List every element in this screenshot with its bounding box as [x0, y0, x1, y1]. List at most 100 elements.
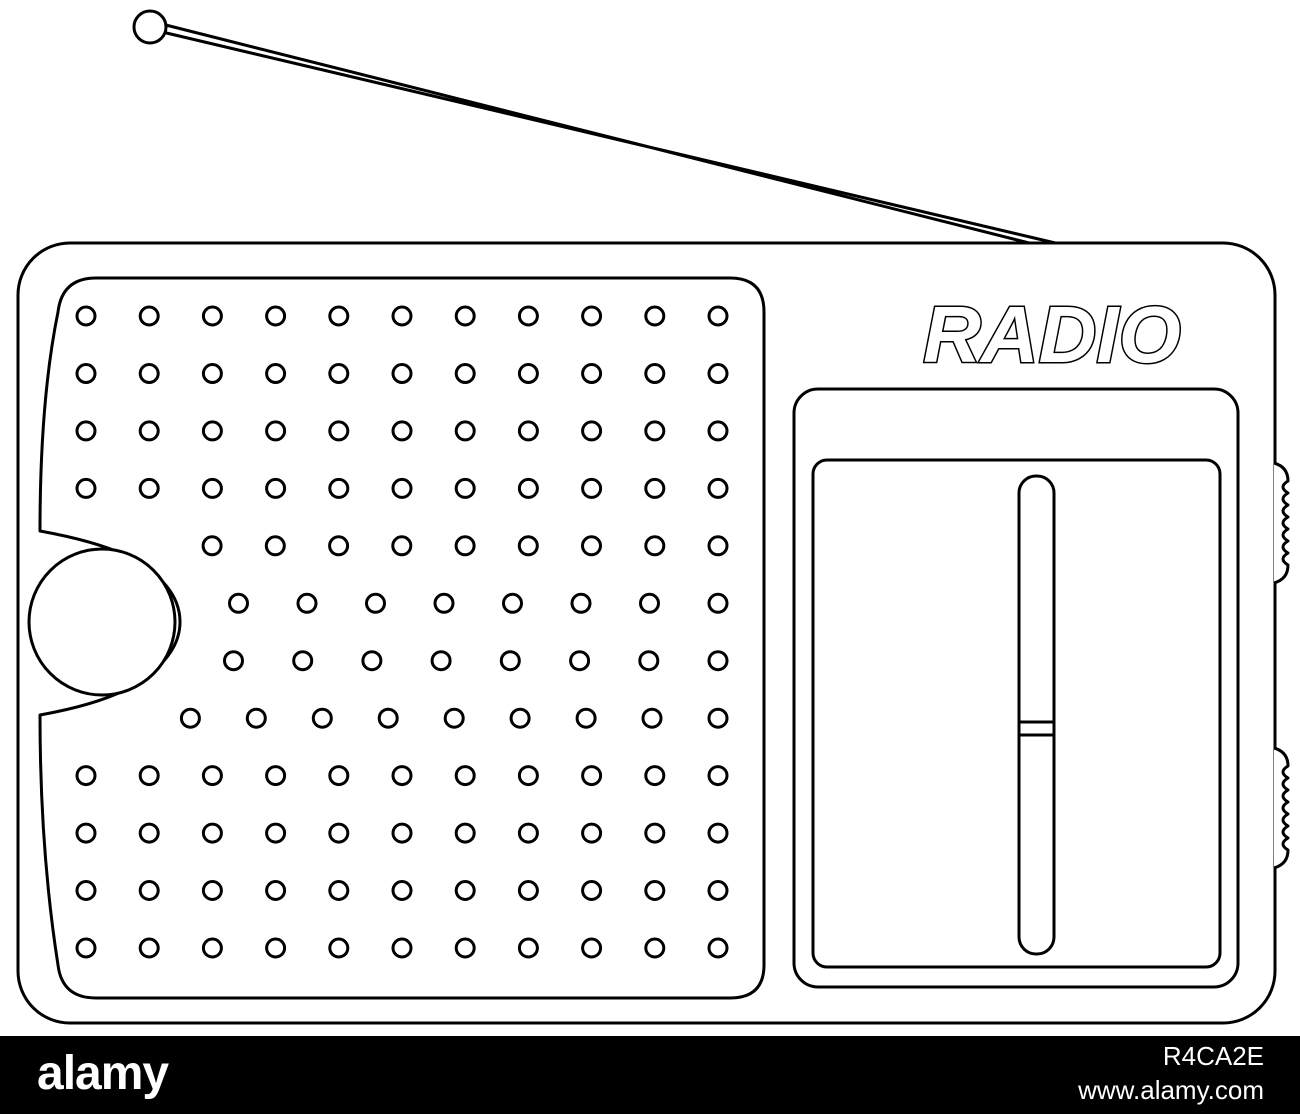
grille-dot: [75, 880, 97, 901]
grille-dot: [328, 420, 350, 442]
volume-wheel-icon: [1273, 461, 1290, 585]
grille-dot: [138, 822, 160, 844]
grille-dot: [707, 305, 729, 327]
grille-dot: [644, 535, 666, 557]
grille-dot: [430, 650, 452, 672]
grille-dot: [454, 880, 476, 901]
grille-dot: [328, 765, 350, 787]
grille-dot: [138, 420, 160, 442]
grille-dot: [265, 420, 287, 442]
grille-dot: [707, 592, 729, 614]
grille-dot: [707, 765, 729, 787]
grille-dot: [707, 880, 729, 901]
grille-dot: [517, 477, 539, 499]
grille-dot: [707, 420, 729, 442]
grille-dot: [454, 420, 476, 442]
grille-dot: [581, 420, 603, 442]
grille-dot: [391, 477, 413, 499]
dial-pointer: [1017, 474, 1056, 956]
grille-dot: [201, 477, 223, 499]
grille-dot: [265, 880, 287, 901]
grille-dot: [517, 305, 539, 327]
grille-dot: [328, 477, 350, 499]
grille-dot: [517, 937, 539, 959]
grille-dot: [644, 937, 666, 959]
grille-dot: [265, 363, 287, 384]
grille-dot: [707, 535, 729, 557]
grille-dot: [644, 363, 666, 384]
grille-dot: [454, 477, 476, 499]
grille-dot: [575, 707, 597, 729]
grille-dot: [138, 765, 160, 787]
speaker-grille: [75, 305, 729, 959]
grille-dot: [644, 477, 666, 499]
grille-dot: [581, 822, 603, 844]
grille-dot: [707, 937, 729, 959]
antenna-icon: [132, 9, 1070, 248]
grille-dot: [201, 765, 223, 787]
grille-dot: [265, 937, 287, 959]
grille-dot: [328, 535, 350, 557]
frequency-dial-icon: [792, 387, 1240, 989]
grille-dot: [581, 765, 603, 787]
grille-dot: [454, 937, 476, 959]
grille-dot: [638, 650, 660, 672]
grille-dot: [581, 477, 603, 499]
grille-dot: [201, 420, 223, 442]
grille-dot: [328, 363, 350, 384]
watermark-url: www.alamy.com: [1078, 1075, 1264, 1105]
grille-dot: [707, 650, 729, 672]
grille-dot: [377, 707, 399, 729]
grille-dot: [644, 822, 666, 844]
grille-dot: [311, 707, 333, 729]
grille-dot: [517, 880, 539, 901]
grille-dot: [581, 535, 602, 557]
radio-label: RADIO: [923, 290, 1181, 379]
grille-dot: [581, 880, 603, 901]
grille-dot: [201, 937, 223, 959]
grille-dot: [581, 937, 603, 959]
grille-dot: [328, 305, 350, 327]
image-id: R4CA2E: [1162, 1041, 1264, 1071]
grille-dot: [138, 305, 160, 327]
grille-dot: [365, 592, 386, 614]
grille-dot: [391, 937, 413, 959]
grille-dot: [179, 707, 201, 729]
grille-dot: [391, 535, 413, 557]
grille-dot: [707, 707, 729, 729]
grille-dot: [454, 363, 476, 384]
grille-dot: [264, 535, 286, 557]
grille-dot: [228, 592, 249, 614]
grille-dot: [328, 822, 350, 844]
grille-dot: [265, 305, 287, 327]
grille-dot: [707, 477, 729, 499]
grille-dot: [454, 535, 476, 557]
grille-dot: [201, 305, 223, 327]
grille-dot: [639, 592, 660, 614]
grille-dot: [570, 592, 592, 614]
grille-dot: [454, 305, 476, 327]
grille-dot: [644, 765, 666, 787]
band-wheel-icon: [1273, 746, 1290, 870]
grille-dot: [292, 650, 314, 672]
grille-dot: [644, 420, 666, 442]
grille-dot: [296, 592, 318, 614]
grille-dot: [328, 937, 350, 959]
grille-dot: [75, 822, 97, 844]
grille-dot: [644, 305, 666, 327]
grille-dot: [517, 535, 539, 557]
grille-dot: [569, 650, 591, 672]
grille-dot: [138, 477, 160, 499]
grille-dot: [201, 363, 223, 384]
watermark-bar: alamy R4CA2E www.alamy.com: [0, 1036, 1300, 1114]
grille-dot: [328, 880, 350, 901]
grille-dot: [138, 937, 160, 959]
grille-dot: [391, 305, 413, 327]
grille-dot: [265, 822, 287, 844]
grille-dot: [75, 420, 97, 442]
grille-dot: [517, 420, 539, 442]
grille-dot: [201, 822, 223, 844]
grille-dot: [265, 477, 287, 499]
grille-dot: [641, 707, 663, 729]
grille-dot: [75, 477, 97, 499]
